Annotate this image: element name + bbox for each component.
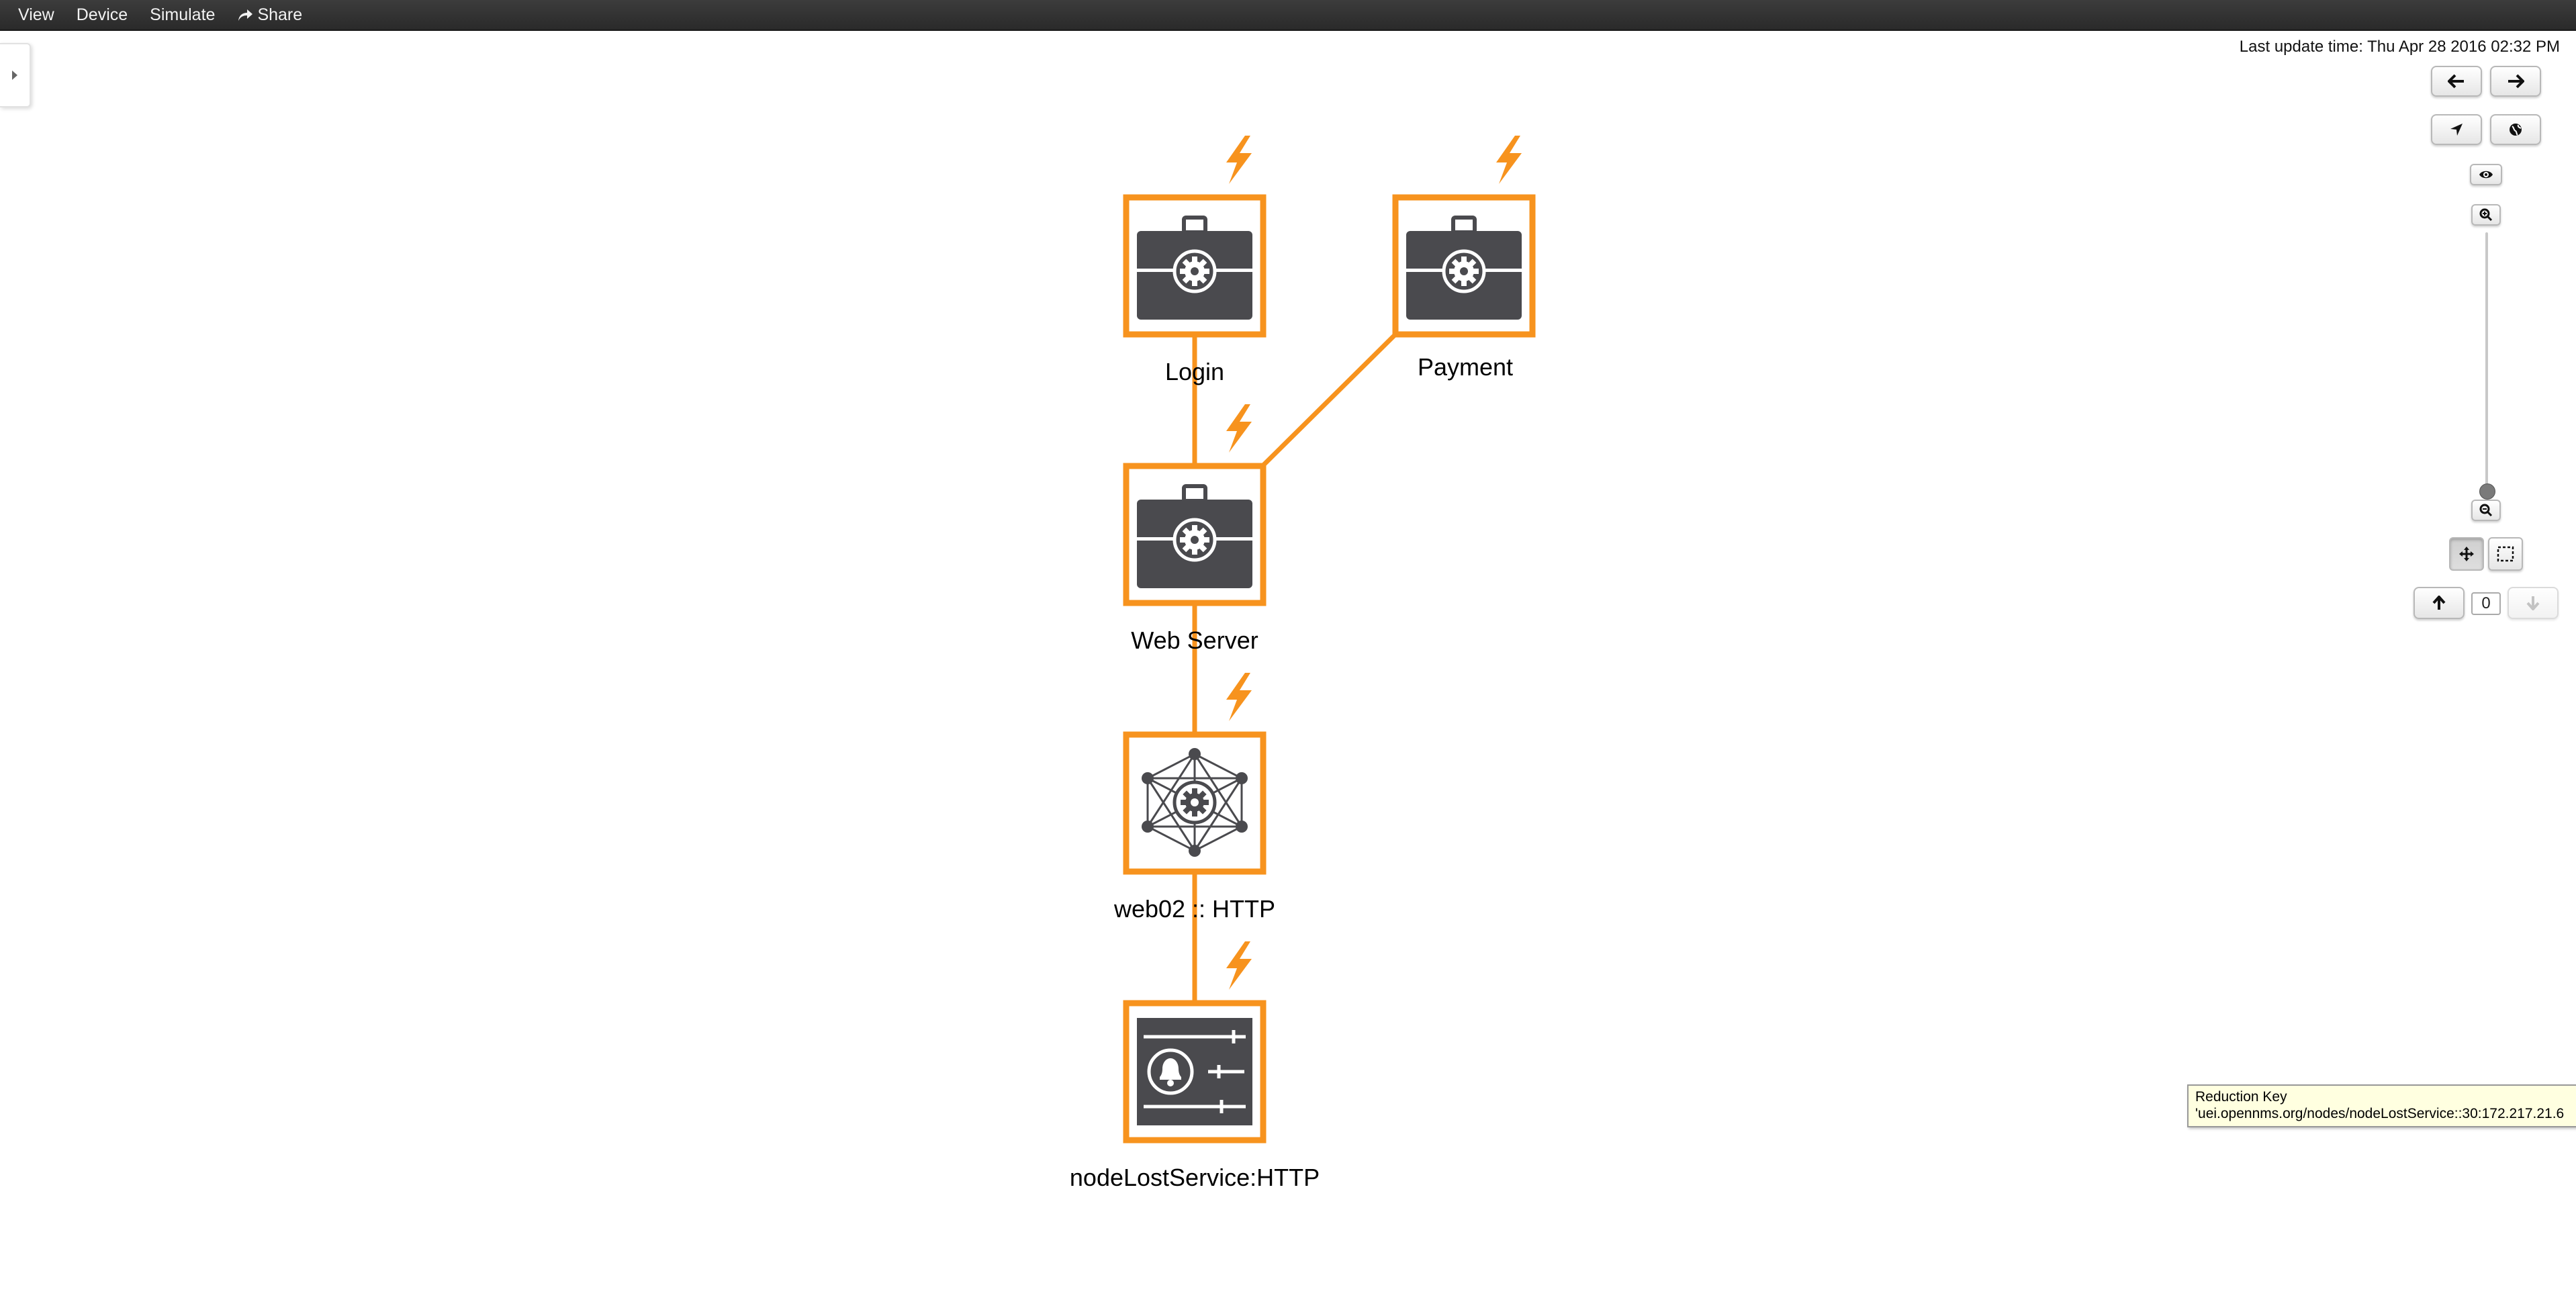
share-arrow-icon bbox=[238, 9, 253, 21]
zoom-out-icon bbox=[2479, 504, 2493, 517]
zoom-out-button[interactable] bbox=[2471, 500, 2501, 521]
alarm-bolt-icon bbox=[1496, 136, 1522, 184]
node-login[interactable] bbox=[1123, 136, 1267, 338]
tooltip-title: Reduction Key bbox=[2195, 1089, 2287, 1105]
node-label-login: Login bbox=[1164, 358, 1225, 385]
history-forward-button[interactable] bbox=[2490, 66, 2541, 97]
sidebar-toggle-button[interactable] bbox=[0, 43, 31, 107]
alarm-bolt-icon bbox=[1226, 404, 1252, 453]
node-payment[interactable] bbox=[1392, 136, 1536, 338]
alarm-bolt-icon bbox=[1226, 941, 1252, 990]
node-nodelostservice-http[interactable] bbox=[1123, 941, 1267, 1144]
briefcase-icon bbox=[1137, 218, 1252, 320]
alarm-bolt-icon bbox=[1226, 136, 1252, 184]
semantic-zoom-up-button[interactable] bbox=[2413, 587, 2465, 619]
zoom-in-button[interactable] bbox=[2471, 204, 2501, 226]
show-entire-map-button[interactable] bbox=[2490, 114, 2541, 145]
pan-mode-button[interactable] bbox=[2449, 537, 2484, 571]
menu-share-label: Share bbox=[257, 5, 303, 24]
reduction-key-icon bbox=[1137, 1018, 1252, 1125]
zoom-in-icon bbox=[2479, 208, 2493, 222]
toggle-visibility-button[interactable] bbox=[2470, 164, 2502, 185]
center-on-selection-button[interactable] bbox=[2431, 114, 2482, 145]
marquee-select-icon bbox=[2497, 546, 2514, 562]
ip-service-network-icon bbox=[1142, 748, 1248, 857]
menu-share[interactable]: Share bbox=[237, 5, 302, 25]
node-label-web02-http: web02 :: HTTP bbox=[1113, 895, 1276, 923]
menu-simulate[interactable]: Simulate bbox=[150, 5, 216, 24]
node-web-server[interactable] bbox=[1123, 404, 1267, 606]
move-arrows-icon bbox=[2459, 547, 2474, 561]
briefcase-icon bbox=[1406, 218, 1522, 320]
chevron-right-icon bbox=[12, 71, 17, 80]
arrow-down-icon bbox=[2526, 596, 2540, 610]
history-back-button[interactable] bbox=[2431, 66, 2482, 97]
arrow-left-icon bbox=[2448, 74, 2464, 89]
globe-icon bbox=[2510, 124, 2522, 136]
topology-edges bbox=[1192, 331, 1399, 1002]
menu-device[interactable]: Device bbox=[76, 5, 128, 24]
node-label-nodelostservice-http: nodeLostService:HTTP bbox=[1069, 1164, 1320, 1191]
reduction-key-tooltip: Reduction Key 'uei.opennms.org/nodes/nod… bbox=[2187, 1084, 2576, 1127]
zoom-slider-handle[interactable] bbox=[2479, 483, 2495, 500]
select-mode-button[interactable] bbox=[2488, 537, 2523, 571]
node-label-payment: Payment bbox=[1417, 353, 1514, 381]
alarm-bolt-icon bbox=[1226, 673, 1252, 721]
eye-icon bbox=[2479, 171, 2493, 179]
semantic-zoom-level: 0 bbox=[2471, 592, 2501, 615]
node-label-web-server: Web Server bbox=[1131, 626, 1258, 654]
last-update-time: Last update time: Thu Apr 28 2016 02:32 … bbox=[2239, 38, 2560, 56]
menu-bar: View Device Simulate Share bbox=[0, 0, 2576, 31]
node-web02-http[interactable] bbox=[1123, 673, 1267, 875]
semantic-zoom-down-button[interactable] bbox=[2508, 587, 2559, 619]
tooltip-value: 'uei.opennms.org/nodes/nodeLostService::… bbox=[2195, 1106, 2565, 1121]
arrow-right-icon bbox=[2508, 74, 2524, 89]
briefcase-icon bbox=[1137, 486, 1252, 588]
location-arrow-icon bbox=[2450, 124, 2463, 136]
zoom-slider-track[interactable] bbox=[2485, 232, 2488, 490]
edge-payment-webserver bbox=[1262, 331, 1399, 467]
menu-view[interactable]: View bbox=[18, 5, 54, 24]
arrow-up-icon bbox=[2432, 596, 2446, 610]
